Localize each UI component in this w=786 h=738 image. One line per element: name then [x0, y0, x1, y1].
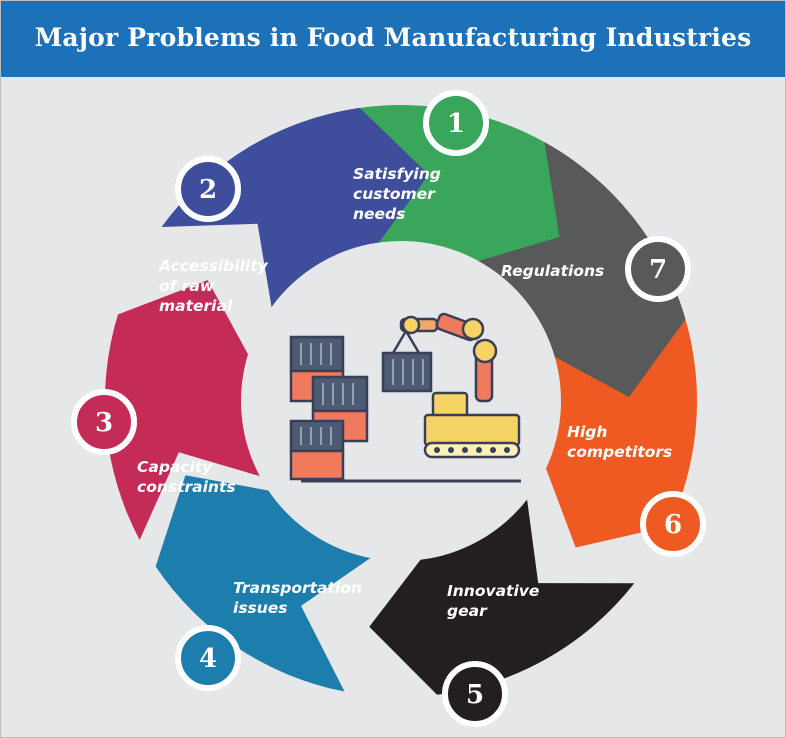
center-circle: [241, 241, 561, 561]
step-number: 5: [466, 680, 484, 710]
segment-label-4: Transportation issues: [233, 578, 362, 618]
step-number: 6: [664, 510, 682, 540]
step-badge-7: 7: [628, 239, 688, 299]
step-badge-2: 2: [178, 159, 238, 219]
step-number: 4: [199, 644, 217, 674]
segment-label-3: Capacity constraints: [137, 457, 236, 497]
segment-label-5: Innovative gear: [447, 581, 539, 621]
step-badge-3: 3: [74, 392, 134, 452]
step-number: 3: [95, 408, 113, 438]
step-number: 7: [649, 255, 667, 285]
step-badge-1: 1: [426, 93, 486, 153]
segment-label-1: Satisfying customer needs: [353, 164, 441, 224]
step-number: 2: [199, 175, 217, 205]
step-badge-5: 5: [445, 664, 505, 724]
step-number: 1: [447, 109, 465, 139]
segment-label-6: High competitors: [567, 422, 672, 462]
segment-label-2: Accessibility of raw material: [159, 256, 268, 316]
segment-label-7: Regulations: [501, 261, 604, 281]
step-badge-4: 4: [178, 628, 238, 688]
step-badge-6: 6: [643, 494, 703, 554]
